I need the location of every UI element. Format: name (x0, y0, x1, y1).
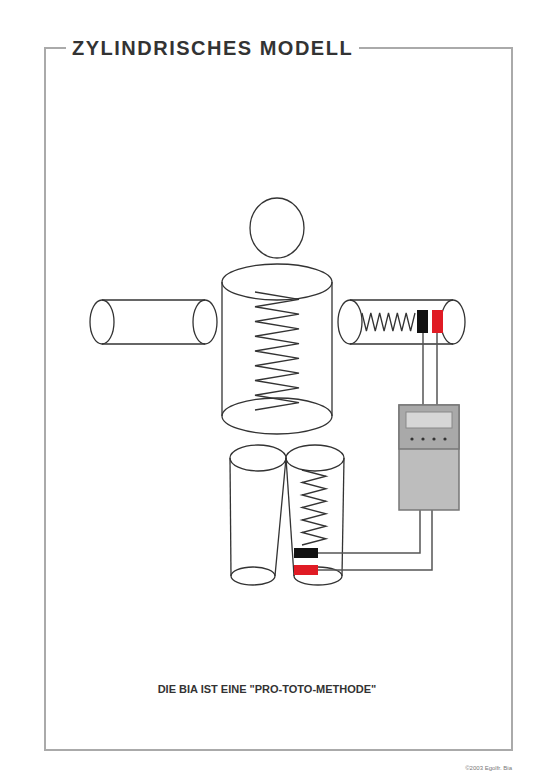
left-arm-cylinder (90, 300, 217, 344)
head (250, 198, 304, 258)
frame (45, 48, 512, 750)
right-arm-cylinder (338, 300, 465, 344)
copyright-note: ©2003 Egolfr. Bia (465, 764, 512, 772)
right-leg-cylinder (286, 445, 344, 585)
electrode-black (417, 310, 428, 333)
coil (255, 292, 415, 545)
electrode-red (294, 565, 318, 575)
caption: DIE BIA IST EINE "PRO-TOTO-METHODE" (0, 682, 534, 696)
diagram-title: ZYLINDRISCHES MODELL (66, 36, 359, 60)
bia-device (399, 405, 459, 510)
left-leg-cylinder (230, 445, 286, 585)
electrode-black (294, 548, 318, 558)
electrode-red (432, 310, 443, 333)
torso-cylinder (222, 264, 332, 434)
